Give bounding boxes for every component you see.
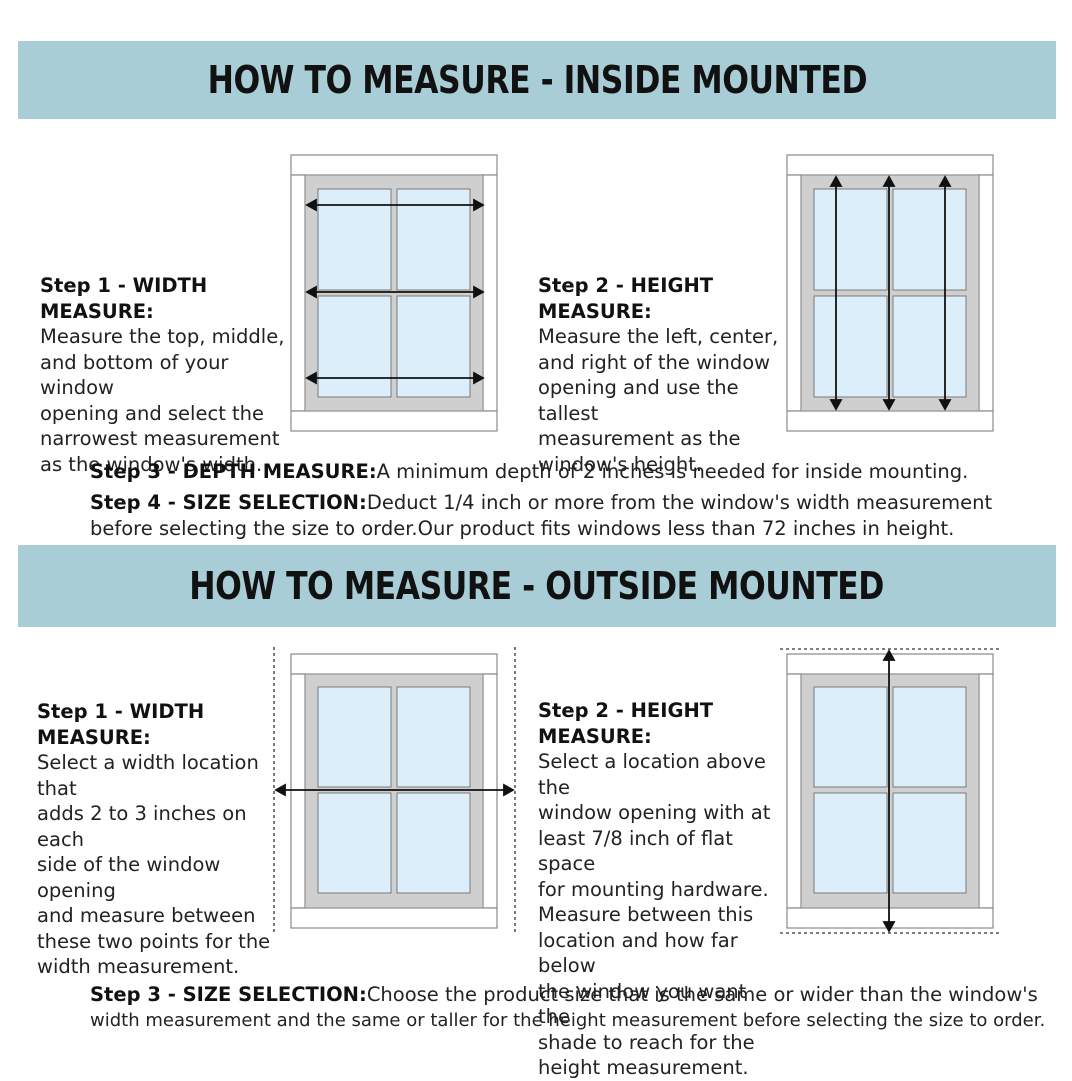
outside-mount-title: HOW TO MEASURE - OUTSIDE MOUNTED	[189, 564, 885, 608]
inside-step2-text: Measure the left, center, and right of t…	[538, 325, 779, 476]
outside-width-diagram	[273, 647, 516, 933]
outside-height-diagram	[780, 648, 1002, 934]
outside-step3-continued: width measurement and the same or taller…	[90, 1008, 1045, 1034]
outside-step1: Step 1 - WIDTH MEASURE: Select a width l…	[37, 699, 277, 980]
outside-step2: Step 2 - HEIGHT MEASURE: Select a locati…	[538, 698, 778, 1081]
inside-step4-text: Deduct 1/4 inch or more from the window'…	[366, 491, 993, 514]
inside-width-diagram	[290, 154, 498, 432]
inside-step2-heading: Step 2 - HEIGHT MEASURE:	[538, 274, 714, 323]
inside-mount-title: HOW TO MEASURE - INSIDE MOUNTED	[207, 58, 867, 102]
inside-step4-heading: Step 4 - SIZE SELECTION:	[90, 491, 367, 514]
inside-step3: Step 3 - DEPTH MEASURE:A minimum depth o…	[90, 459, 968, 485]
outside-step1-heading: Step 1 - WIDTH MEASURE:	[37, 700, 205, 749]
inside-step1-heading: Step 1 - WIDTH MEASURE:	[40, 274, 208, 323]
outside-step3-text: Choose the product size that is the same…	[366, 983, 1038, 1006]
inside-step3-text: A minimum depth of 2 inches is needed fo…	[376, 460, 969, 483]
outside-step3-text2: width measurement and the same or taller…	[90, 1010, 1046, 1031]
inside-mount-banner: HOW TO MEASURE - INSIDE MOUNTED	[18, 41, 1056, 119]
inside-step4-continued: before selecting the size to order.Our p…	[90, 516, 954, 542]
outside-step2-heading: Step 2 - HEIGHT MEASURE:	[538, 699, 714, 748]
outside-mount-banner: HOW TO MEASURE - OUTSIDE MOUNTED	[18, 545, 1056, 627]
outside-step3: Step 3 - SIZE SELECTION:Choose the produ…	[90, 982, 1038, 1008]
inside-height-diagram	[786, 154, 994, 432]
inside-step1: Step 1 - WIDTH MEASURE: Measure the top,…	[40, 273, 290, 477]
outside-step2-text: Select a location above the window openi…	[538, 750, 771, 1079]
inside-step4-text2: before selecting the size to order.Our p…	[90, 517, 955, 540]
inside-step3-heading: Step 3 - DEPTH MEASURE:	[90, 460, 377, 483]
outside-step3-heading: Step 3 - SIZE SELECTION:	[90, 983, 367, 1006]
inside-step4: Step 4 - SIZE SELECTION:Deduct 1/4 inch …	[90, 490, 992, 516]
inside-step1-text: Measure the top, middle, and bottom of y…	[40, 325, 285, 476]
inside-step2: Step 2 - HEIGHT MEASURE: Measure the lef…	[538, 273, 788, 477]
outside-step1-text: Select a width location that adds 2 to 3…	[37, 751, 271, 978]
